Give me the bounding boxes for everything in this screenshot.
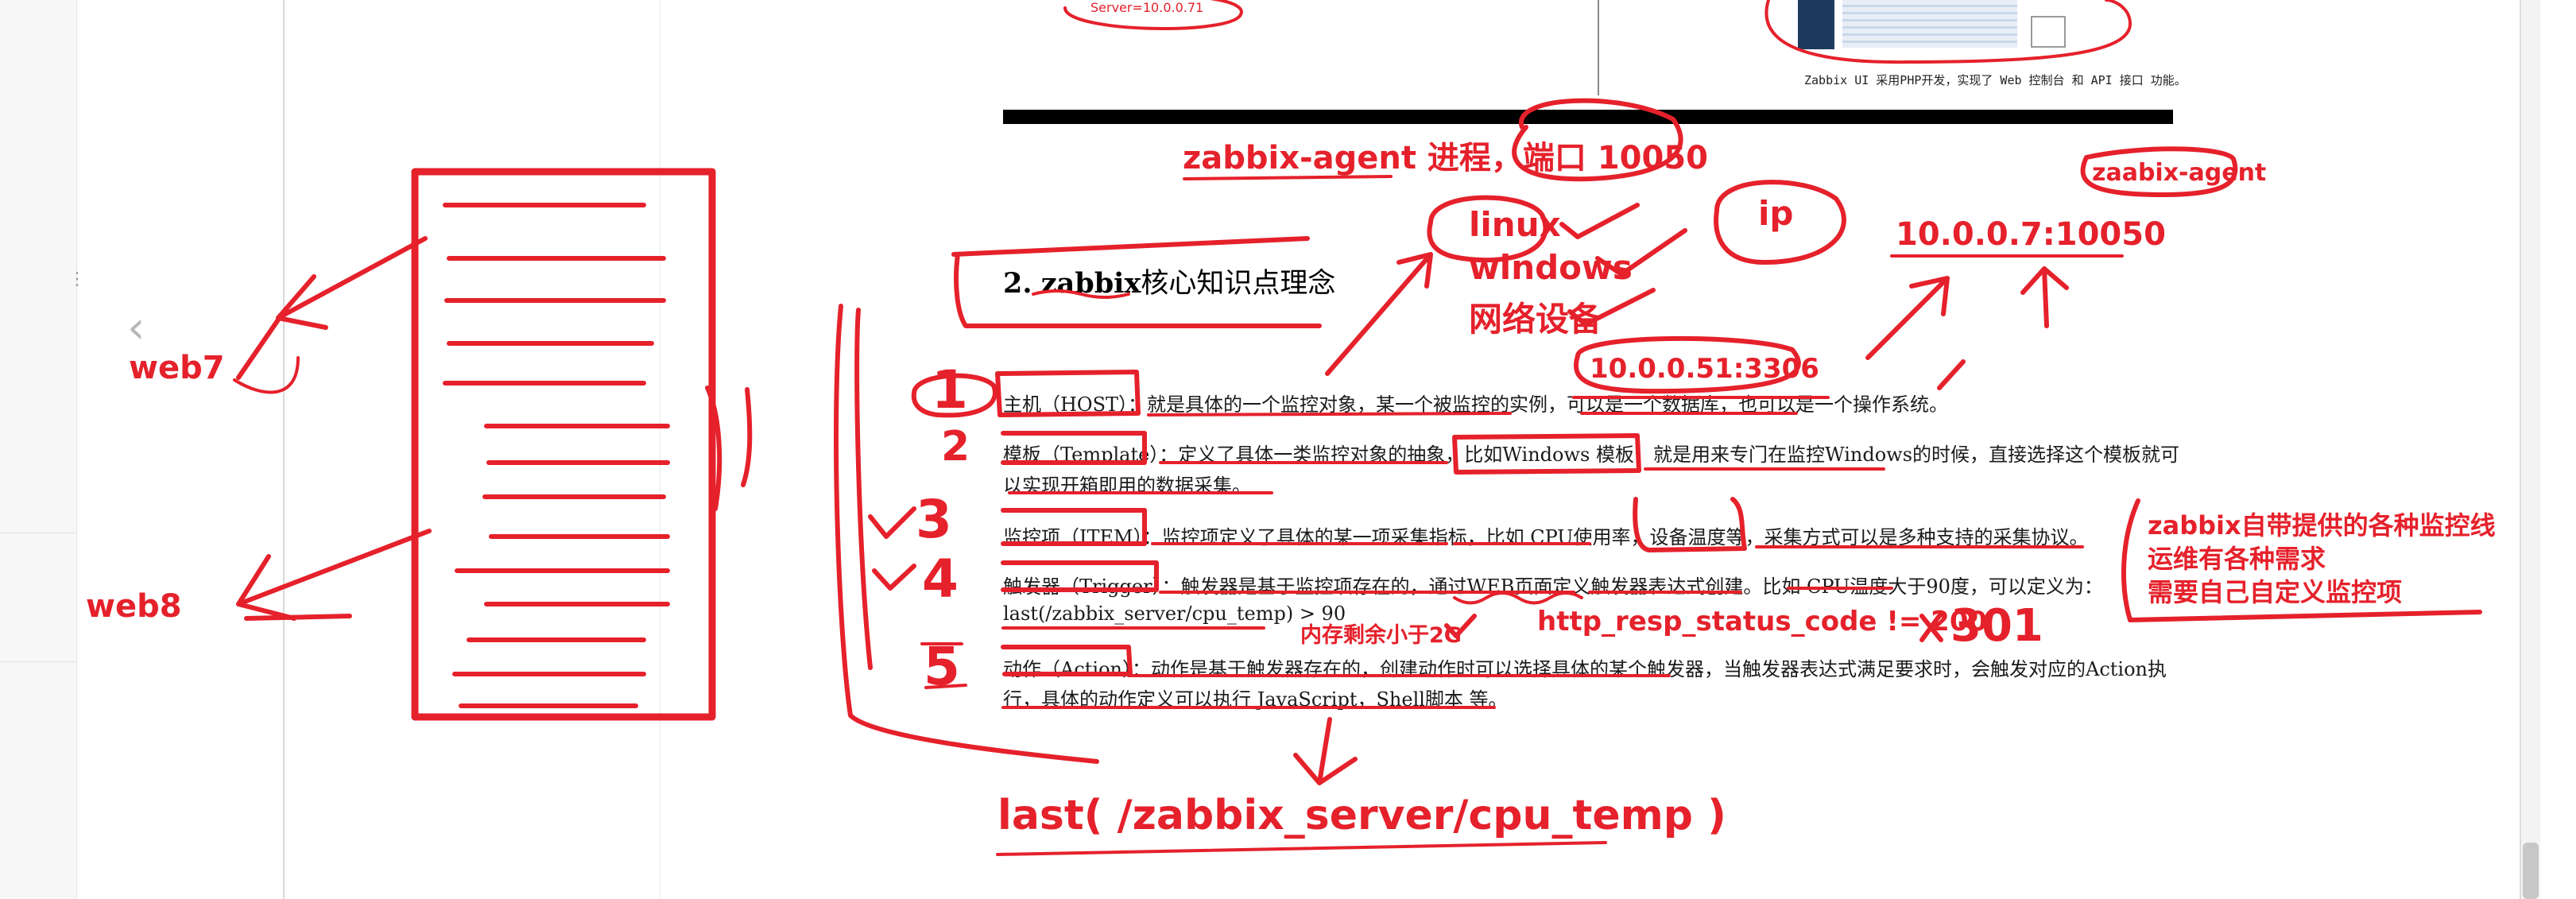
figure-thumbnail [1798, 0, 1834, 49]
annotation-network-device: 网络设备 [1469, 300, 1603, 339]
ink-box-action [1001, 645, 1133, 676]
figure-caption: Zabbix UI 采用PHP开发，实现了 Web 控制台 和 API 接口 功… [1804, 73, 2187, 87]
ink-check-3 [868, 506, 916, 539]
trigger-definition: 触发器（Trigger）：触发器是基于监控项存在的，通过WEB页面定义触发器表达… [1003, 575, 2103, 598]
annotation-ops-needs: 运维有各种需求 [2148, 544, 2326, 574]
figure-divider [1598, 0, 1599, 95]
ink-circle-server [1063, 0, 1243, 30]
gutter-divider [0, 661, 76, 662]
ink-arrow-web8 [236, 529, 432, 621]
annotation-builtin-items: zabbix自带提供的各种监控线 [2148, 510, 2496, 541]
annotation-agent-process: zabbix-agent 进程，端口 10050 [1183, 140, 1709, 176]
annotation-ip: ip [1758, 194, 1794, 233]
ink-box-host [995, 370, 1141, 417]
annotation-number-5: 5 [924, 636, 960, 697]
ink-underline-formula [996, 841, 1607, 856]
scrollbar-thumb[interactable] [2523, 843, 2539, 899]
ink-box-trigger [1001, 560, 1159, 592]
section-heading: 2. zabbix核心知识点理念 [1003, 261, 1335, 301]
ink-check-4 [872, 564, 916, 591]
chevron-left-icon[interactable]: ‹ [127, 302, 145, 354]
annotation-code-301: 301 [1950, 600, 2043, 652]
annotation-memory-note: 内存剩余小于2G [1300, 623, 1462, 648]
annotation-custom-items: 需要自己自定义监控项 [2148, 577, 2403, 607]
ink-box-item [1001, 508, 1147, 546]
heading-text: 核心知识点理念 [1141, 268, 1336, 300]
annotation-number-3: 3 [916, 489, 952, 550]
ink-web7-hook [233, 356, 300, 394]
annotation-http-code: http_resp_status_code != 200 [1537, 606, 1988, 637]
left-gutter [0, 0, 77, 899]
ink-circle-port [1512, 98, 1683, 182]
ink-circle-figure [1764, 0, 2132, 64]
panel-border [283, 0, 285, 899]
annotation-agent-address: 10.0.0.7:10050 [1896, 216, 2166, 253]
ink-arrow-addr-1 [1865, 276, 1950, 360]
document-edge [2520, 0, 2521, 899]
ink-right-bracket [705, 386, 753, 511]
ink-server-list-box [411, 168, 716, 721]
annotation-server-ip: Server=10.0.0.71 [1090, 0, 1204, 15]
ink-arrow-web7 [236, 236, 428, 380]
ink-left-bracket-2 [854, 308, 873, 670]
annotation-number-1: 1 [932, 359, 968, 420]
ink-heading-underline [1032, 289, 1130, 299]
ink-box-temp [1633, 497, 1747, 552]
ink-check-linux [1559, 203, 1640, 239]
ink-circle-num1 [911, 373, 997, 418]
annotation-db-address: 10.0.0.51:3306 [1590, 353, 1819, 385]
heading-number: 2. [1003, 267, 1032, 300]
ink-box-template [1001, 431, 1147, 465]
annotation-number-4: 4 [922, 548, 959, 610]
ink-circle-db [1574, 335, 1801, 394]
annotation-trigger-formula: last( /zabbix_server/cpu_temp ) [997, 792, 1726, 839]
annotation-web7: web7 [129, 350, 225, 386]
annotation-linux: linux [1469, 205, 1561, 244]
ink-check-windows [1595, 228, 1687, 277]
annotation-number-2: 2 [941, 423, 970, 471]
annotation-zaabix-agent: zaabix-agent [2092, 159, 2267, 187]
trigger-expression: last(/zabbix_server/cpu_temp) > 90 [1003, 603, 1346, 625]
ink-box-windows-tpl [1452, 433, 1641, 475]
ink-list-lines [443, 203, 670, 708]
section-separator [1003, 110, 2173, 124]
ink-arrow-formula [1293, 717, 1358, 785]
ink-underline-5-b [924, 684, 967, 689]
ink-note-bracket [2121, 498, 2482, 622]
window-edge [2540, 0, 2576, 899]
ink-x-mark [1919, 611, 1943, 642]
annotation-web8: web8 [86, 588, 182, 625]
ink-check-netdev [1567, 288, 1656, 327]
ink-circle-linux [1427, 195, 1548, 263]
ink-heading-bracket [951, 236, 1322, 328]
figure-thumbnail [1842, 0, 2017, 48]
ink-underline-text [1001, 412, 2084, 709]
ink-arrow-item [1937, 359, 1966, 390]
ink-check-mem [1444, 614, 1477, 638]
ink-arrow-addr-2 [2020, 266, 2069, 328]
annotation-windows: windows [1469, 248, 1633, 287]
ink-wave-web [1453, 591, 1583, 605]
ink-arrow-to-os [1325, 252, 1433, 376]
ink-circle-ip [1714, 180, 1846, 265]
scrollbar-track[interactable] [2521, 0, 2540, 899]
figure-thumbnail [2031, 16, 2066, 48]
ink-underline-agent [1183, 175, 1393, 180]
ink-left-bracket [834, 304, 1099, 764]
ink-circle-zaabix [2080, 146, 2238, 197]
